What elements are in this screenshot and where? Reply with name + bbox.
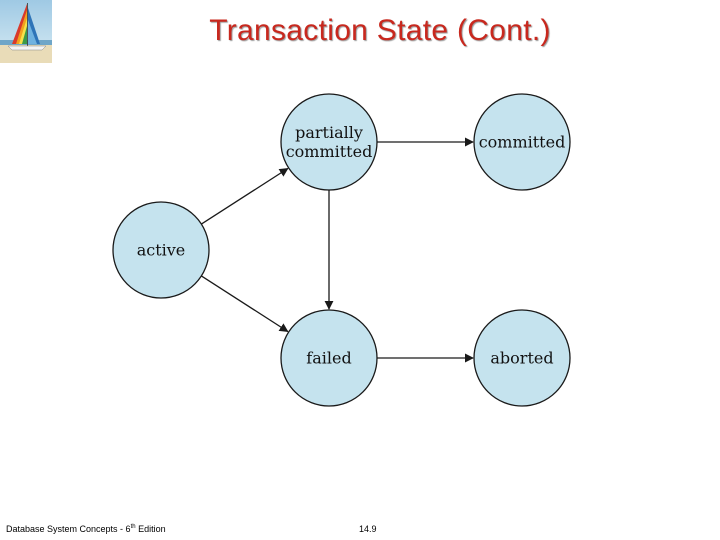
footer-edition-suffix: th: [130, 524, 136, 530]
state-circle: [280, 309, 378, 407]
state-label: partially: [295, 123, 363, 142]
state-label: aborted: [490, 349, 553, 368]
state-node-aborted: aborted: [473, 309, 571, 407]
state-node-committed: committed: [473, 93, 571, 191]
sailboat-logo-icon: [0, 0, 52, 63]
edge-active-to-failed: [201, 275, 289, 333]
footer-book-title: Database System Concepts - 6th Edition: [6, 524, 166, 534]
state-circle: [473, 309, 571, 407]
state-circle: [112, 201, 210, 299]
edges-layer: [201, 137, 474, 363]
edge-active-to-partially-committed: [201, 167, 289, 225]
footer-edition-word: Edition: [135, 524, 166, 534]
footer-page-number: 14.9: [359, 524, 377, 534]
footer-book-text: Database System Concepts - 6: [6, 524, 131, 534]
state-label: failed: [306, 349, 351, 368]
state-label: committed: [479, 133, 566, 152]
state-label: committed: [286, 142, 373, 161]
slide-title: Transaction State (Cont.): [209, 14, 551, 47]
state-node-failed: failed: [280, 309, 378, 407]
state-label: active: [137, 241, 186, 260]
state-circle: [473, 93, 571, 191]
state-circle: [280, 93, 378, 191]
state-node-active: active: [112, 201, 210, 299]
